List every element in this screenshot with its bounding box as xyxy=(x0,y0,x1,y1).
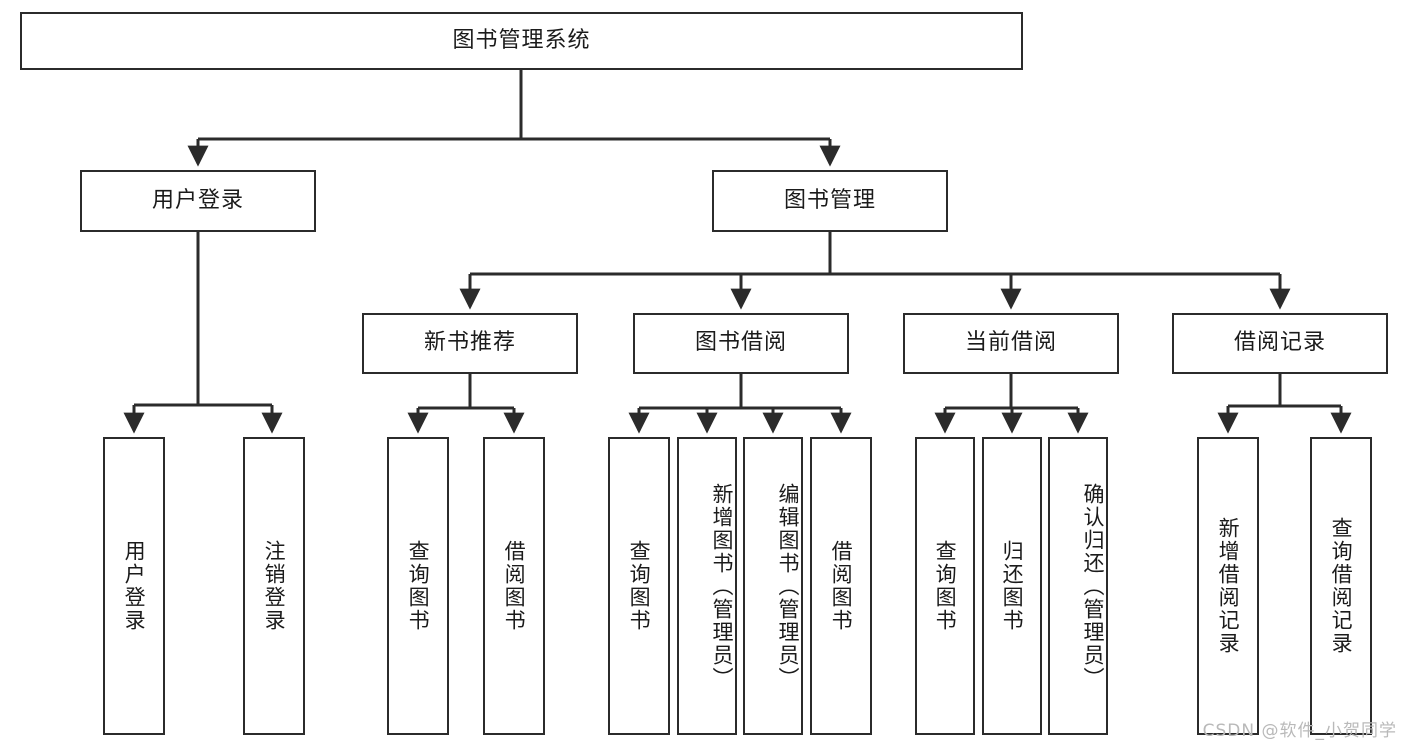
node-book-borrow-label: 图书借阅 xyxy=(694,330,787,356)
node-leaf-rec-query[interactable]: 查询图书 xyxy=(387,437,449,735)
node-leaf-cur-query[interactable]: 查询图书 xyxy=(915,437,975,735)
node-borrow-record[interactable]: 借阅记录 xyxy=(1172,313,1388,374)
node-leaf-cur-query-label: 查询图书 xyxy=(933,540,958,632)
node-leaf-rec-borrow-label: 借阅图书 xyxy=(502,540,527,632)
node-book-manage[interactable]: 图书管理 xyxy=(712,170,948,232)
node-leaf-cur-confirm[interactable]: 确认归还（管理员） xyxy=(1048,437,1108,735)
node-leaf-borrow-query[interactable]: 查询图书 xyxy=(608,437,670,735)
node-root-label: 图书管理系统 xyxy=(452,27,591,53)
node-leaf-record-add[interactable]: 新增借阅记录 xyxy=(1197,437,1259,735)
node-leaf-borrow-add[interactable]: 新增图书（管理员） xyxy=(677,437,737,735)
node-book-manage-label: 图书管理 xyxy=(783,187,876,213)
node-leaf-user-login-label: 用户登录 xyxy=(122,540,147,632)
node-user-login[interactable]: 用户登录 xyxy=(80,170,316,232)
node-root[interactable]: 图书管理系统 xyxy=(20,12,1023,70)
node-new-book-rec[interactable]: 新书推荐 xyxy=(362,313,578,374)
node-leaf-rec-query-label: 查询图书 xyxy=(406,540,431,632)
node-leaf-rec-borrow[interactable]: 借阅图书 xyxy=(483,437,545,735)
node-leaf-borrow-add-label: 新增图书（管理员） xyxy=(710,482,734,690)
node-leaf-user-logout-label: 注销登录 xyxy=(262,540,287,632)
node-leaf-borrow-lend[interactable]: 借阅图书 xyxy=(810,437,872,735)
node-current-borrow[interactable]: 当前借阅 xyxy=(903,313,1119,374)
node-user-login-label: 用户登录 xyxy=(151,187,244,213)
node-leaf-user-login[interactable]: 用户登录 xyxy=(103,437,165,735)
node-leaf-record-add-label: 新增借阅记录 xyxy=(1216,517,1241,655)
node-leaf-borrow-lend-label: 借阅图书 xyxy=(829,540,854,632)
node-current-borrow-label: 当前借阅 xyxy=(964,330,1057,356)
node-leaf-cur-confirm-label: 确认归还（管理员） xyxy=(1081,482,1105,690)
node-leaf-borrow-edit-label: 编辑图书（管理员） xyxy=(776,482,800,690)
node-leaf-borrow-edit[interactable]: 编辑图书（管理员） xyxy=(743,437,803,735)
node-leaf-borrow-query-label: 查询图书 xyxy=(627,540,652,632)
node-leaf-cur-return[interactable]: 归还图书 xyxy=(982,437,1042,735)
node-borrow-record-label: 借阅记录 xyxy=(1233,330,1326,356)
node-leaf-record-query[interactable]: 查询借阅记录 xyxy=(1310,437,1372,735)
node-new-book-rec-label: 新书推荐 xyxy=(423,330,516,356)
csdn-watermark: CSDN @软件_小贺同学 xyxy=(1202,721,1397,741)
node-book-borrow[interactable]: 图书借阅 xyxy=(633,313,849,374)
node-leaf-cur-return-label: 归还图书 xyxy=(1000,540,1025,632)
node-leaf-user-logout[interactable]: 注销登录 xyxy=(243,437,305,735)
node-leaf-record-query-label: 查询借阅记录 xyxy=(1329,517,1354,655)
